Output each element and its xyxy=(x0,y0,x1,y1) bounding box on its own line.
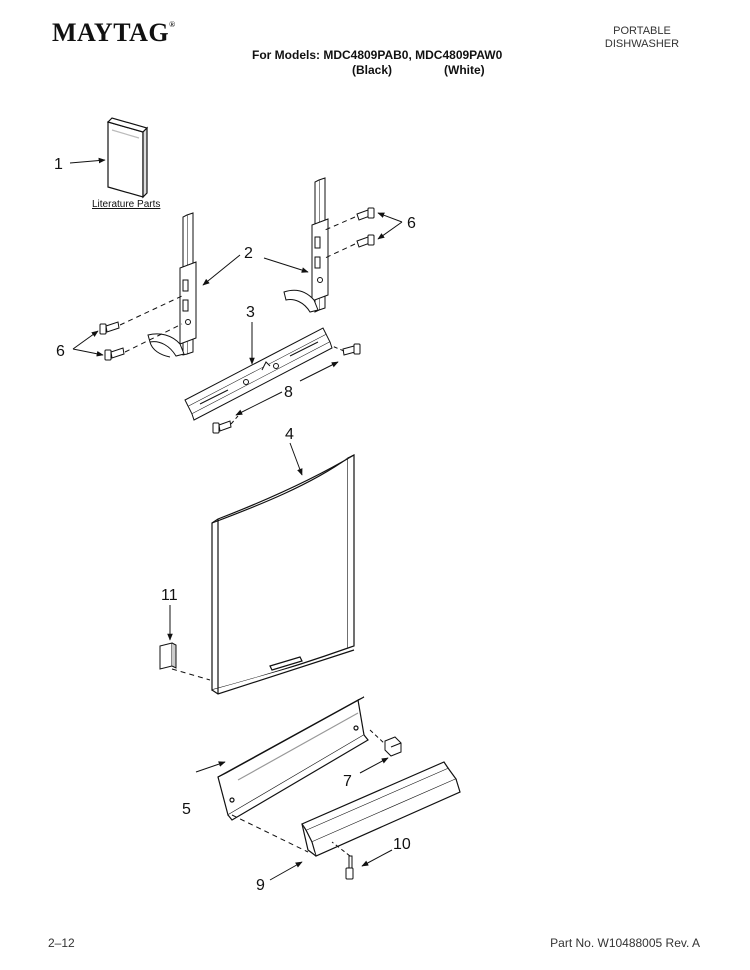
callout-6-lower: 6 xyxy=(56,343,65,360)
model-colors: (Black) (White) xyxy=(352,63,485,77)
callout-6-upper: 6 xyxy=(407,215,416,232)
product-category: PORTABLE DISHWASHER xyxy=(572,25,712,51)
panel-clip xyxy=(159,642,177,670)
rail-screw-right xyxy=(342,343,361,356)
callout-6-arrow-lower-a xyxy=(72,330,99,350)
callout-11: 11 xyxy=(161,587,178,604)
rail-screw-left xyxy=(212,420,232,434)
screw-upper-b xyxy=(356,234,375,248)
mounting-rail xyxy=(184,327,333,421)
callout-1-arrow xyxy=(69,157,106,164)
callout-10: 10 xyxy=(393,836,411,853)
literature-booklet xyxy=(106,117,149,199)
callout-2-arrow-left xyxy=(202,254,241,286)
screw-upper-a xyxy=(356,207,375,221)
toe-panel xyxy=(217,696,369,821)
category-line-2: DISHWASHER xyxy=(604,38,680,50)
callout-10-arrow xyxy=(361,849,393,867)
hidden-line xyxy=(124,323,183,353)
callout-5-arrow xyxy=(195,761,226,773)
color-white-label: (White) xyxy=(444,63,485,77)
callout-4: 4 xyxy=(285,426,294,443)
brand-name: MAYTAG xyxy=(52,18,170,47)
callout-7: 7 xyxy=(343,773,352,790)
callout-6-arrow-upper-a xyxy=(377,212,403,223)
hidden-line xyxy=(119,295,183,326)
callout-6-arrow-lower-b xyxy=(72,348,104,357)
screw-lower-b xyxy=(104,347,125,361)
hidden-line xyxy=(331,345,345,352)
door-panel xyxy=(211,454,355,695)
literature-parts-label: Literature Parts xyxy=(92,199,160,210)
hidden-line xyxy=(230,415,239,425)
callout-6-arrow-upper-b xyxy=(377,221,403,240)
callout-8-arrow-right xyxy=(299,361,339,382)
leveling-foot xyxy=(384,736,402,757)
callout-2: 2 xyxy=(244,245,253,262)
hidden-line xyxy=(324,216,356,231)
right-hinge-bracket xyxy=(283,177,329,313)
callout-5: 5 xyxy=(182,801,191,818)
category-line-1: PORTABLE xyxy=(613,25,671,37)
callout-1: 1 xyxy=(54,156,63,173)
part-number: Part No. W10488005 Rev. A xyxy=(550,936,700,950)
maytag-logo: MAYTAG® xyxy=(52,18,176,48)
callout-3: 3 xyxy=(246,304,255,321)
color-black-label: (Black) xyxy=(352,63,393,77)
hidden-line xyxy=(331,841,351,857)
callout-9: 9 xyxy=(256,877,265,894)
hidden-line xyxy=(324,243,356,259)
callout-2-arrow-right xyxy=(263,257,309,273)
models-heading: For Models: MDC4809PAB0, MDC4809PAW0 xyxy=(252,48,503,62)
callout-7-arrow xyxy=(359,757,389,774)
callout-4-arrow xyxy=(289,442,303,476)
hidden-line xyxy=(369,729,386,745)
screw-lower-a xyxy=(99,321,120,335)
kick-plate-screw xyxy=(345,855,354,880)
callout-8: 8 xyxy=(284,384,293,401)
left-hinge-bracket xyxy=(147,212,197,358)
hidden-line xyxy=(171,668,211,681)
registered-mark: ® xyxy=(169,20,176,29)
page-number: 2–12 xyxy=(48,936,75,950)
callout-9-arrow xyxy=(269,861,303,881)
callout-8-arrow-left xyxy=(235,391,283,416)
kick-plate xyxy=(301,761,461,857)
hidden-line xyxy=(231,814,309,853)
